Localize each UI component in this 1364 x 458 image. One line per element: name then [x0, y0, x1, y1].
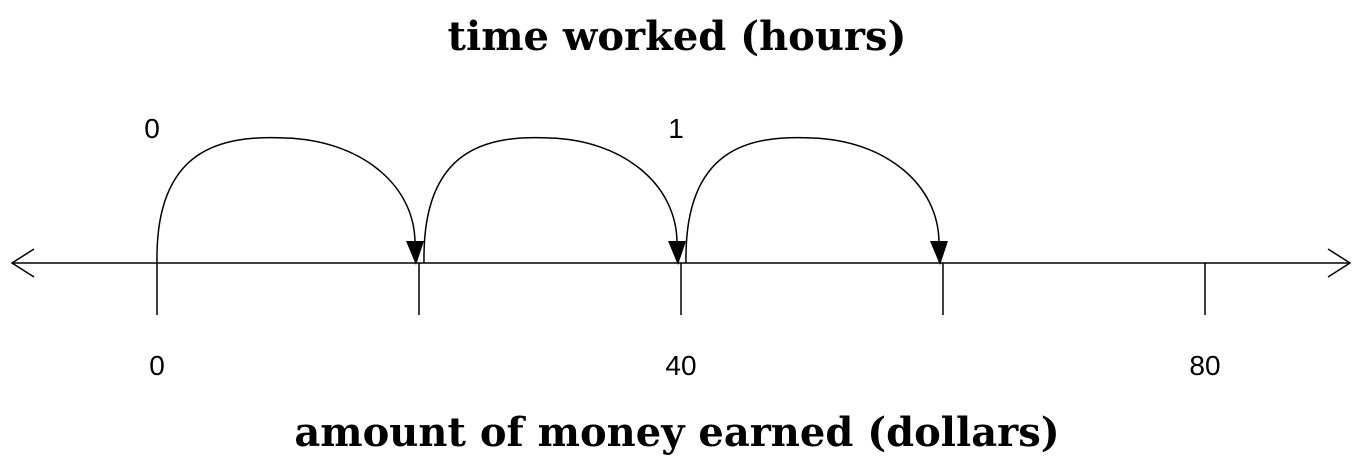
dollar-tick-label: 40	[665, 350, 696, 381]
jump-arc	[423, 136, 678, 264]
bottom-axis-title: amount of money earned (dollars)	[294, 409, 1059, 456]
tick-marks	[156, 263, 1206, 315]
jump-arc	[685, 136, 940, 264]
arrowhead-icon	[406, 241, 424, 265]
dollar-labels: 0 40 80	[149, 350, 1220, 381]
jump-arcs	[156, 136, 948, 265]
right-arrow-icon	[1327, 248, 1352, 278]
hour-tick-label: 0	[144, 113, 160, 144]
arrowhead-icon	[668, 241, 686, 265]
dollar-tick-label: 80	[1189, 350, 1220, 381]
dollar-tick-label: 0	[149, 350, 165, 381]
hour-tick-label: 1	[668, 113, 684, 144]
jump-arc	[156, 136, 416, 264]
left-arrow-icon	[10, 248, 35, 278]
arrowhead-icon	[930, 241, 948, 265]
top-axis-title: time worked (hours)	[448, 13, 907, 60]
